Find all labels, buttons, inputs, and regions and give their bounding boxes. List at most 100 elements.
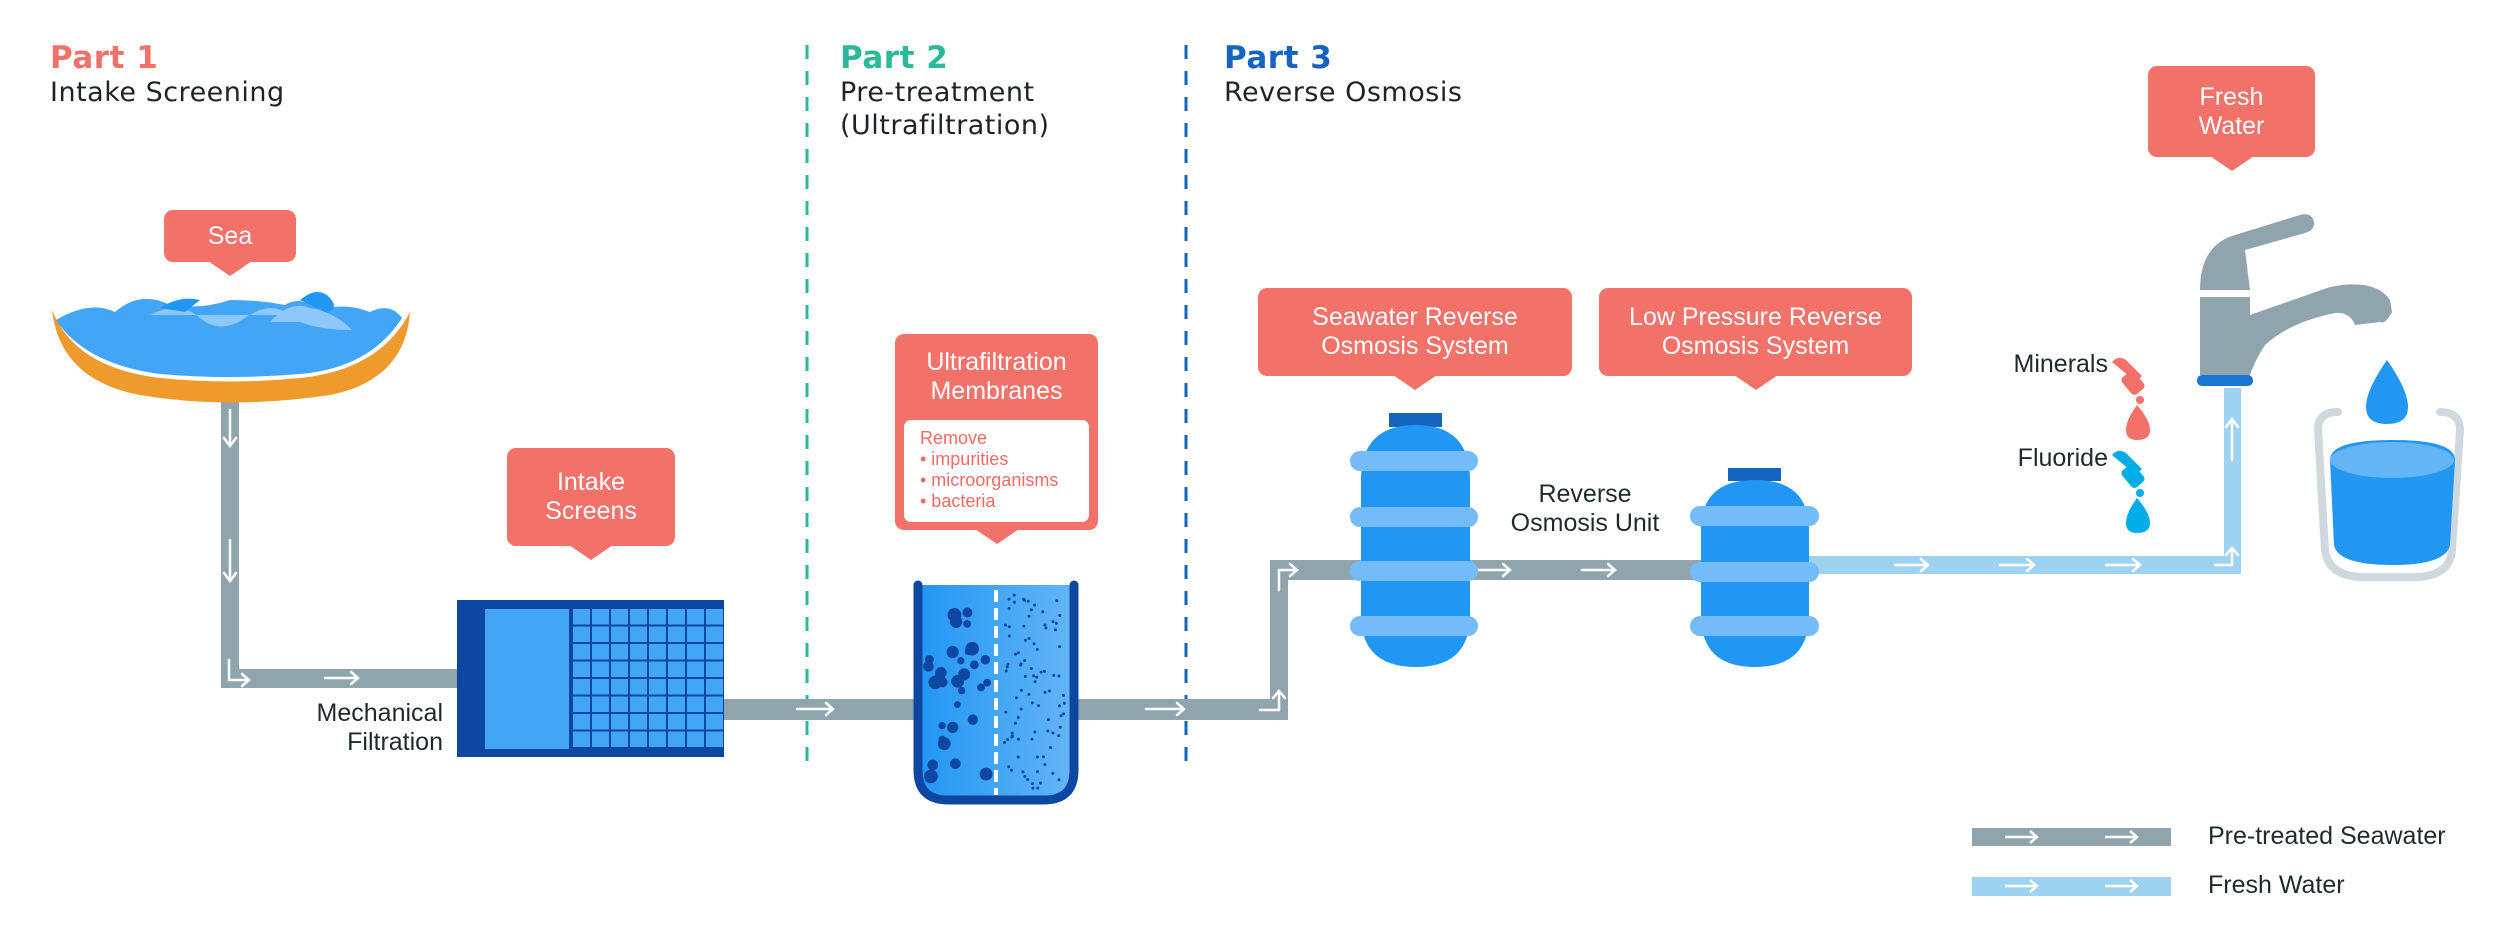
label-fluoride: Fluoride: [2017, 444, 2108, 472]
filtered-particle: [1007, 625, 1011, 629]
filtered-particle: [1010, 731, 1014, 735]
filtered-particle: [1039, 670, 1043, 674]
filtered-particle: [1032, 674, 1036, 678]
screen-cell: [630, 644, 647, 660]
screen-cell: [706, 714, 723, 730]
filtered-particle: [1043, 763, 1047, 767]
filtered-particle: [1062, 701, 1066, 705]
filtered-particle: [1057, 704, 1061, 708]
filtered-particle: [1030, 701, 1034, 705]
callout-sea-text: Sea: [207, 221, 253, 250]
filtered-particle: [1019, 688, 1023, 692]
faucet-icon: [2197, 214, 2392, 386]
filtered-particle: [1021, 770, 1025, 774]
impurity-particle: [928, 770, 937, 778]
legend-bar-seawater: [1972, 828, 2171, 846]
impurity-particle: [949, 615, 963, 628]
impurity-particle: [947, 721, 959, 733]
filtered-particle: [1051, 771, 1055, 775]
screen-cell: [668, 644, 685, 660]
filtered-particle: [1051, 731, 1055, 735]
screen-cell: [611, 661, 628, 677]
impurity-particle: [969, 660, 979, 670]
filtered-particle: [1062, 712, 1066, 716]
filtered-particle: [1053, 628, 1057, 632]
legend-label-fresh: Fresh Water: [2208, 871, 2345, 899]
filtered-particle: [1031, 786, 1035, 790]
filtered-particle: [1010, 734, 1014, 738]
screen-cell: [573, 626, 590, 642]
filtered-particle: [1007, 606, 1011, 610]
filtered-particle: [1012, 600, 1016, 604]
impurity-particle: [979, 767, 993, 781]
screen-cell: [649, 714, 666, 730]
filtered-particle: [1027, 614, 1031, 618]
filtered-particle: [1007, 765, 1011, 769]
filtered-particle: [1061, 693, 1065, 697]
screen-cell: [630, 626, 647, 642]
filtered-particle: [1046, 729, 1050, 733]
screen-cell: [592, 731, 609, 747]
part2-number: Part 2: [840, 40, 949, 76]
filtered-particle: [1036, 704, 1040, 708]
screen-cell: [630, 609, 647, 625]
screen-cell: [573, 696, 590, 712]
filtered-particle: [1023, 638, 1027, 642]
filtered-particle: [1004, 623, 1008, 627]
screen-cell: [706, 644, 723, 660]
filtered-particle: [1019, 707, 1023, 711]
filtered-particle: [1030, 782, 1034, 786]
fresh-water-pipe: [1800, 388, 2241, 574]
filtered-particle: [1023, 658, 1027, 662]
callout-ultrafiltration: Ultrafiltration Membranes Remove • impur…: [895, 334, 1098, 544]
screen-cell: [687, 714, 704, 730]
filtered-particle: [1058, 613, 1062, 617]
label-mechanical-filtration: Mechanical Filtration: [316, 699, 443, 756]
impurity-particle: [953, 701, 961, 709]
screen-cell: [611, 626, 628, 642]
impurity-particle: [937, 737, 951, 751]
screen-cell: [649, 644, 666, 660]
water-glass-icon: [2313, 360, 2465, 581]
filtered-particle: [1058, 645, 1062, 649]
screen-cell: [668, 679, 685, 695]
callout-ultrafiltration-text: Ultrafiltration Membranes: [926, 348, 1067, 405]
screen-cell: [592, 661, 609, 677]
screen-cell: [630, 731, 647, 747]
screen-cell: [649, 661, 666, 677]
screen-cell: [592, 696, 609, 712]
label-minerals: Minerals: [2013, 350, 2108, 378]
filtered-particle: [1046, 718, 1050, 722]
filtered-particle: [1030, 737, 1034, 741]
filtered-particle: [1041, 755, 1045, 759]
impurity-particle: [935, 667, 947, 679]
screen-cell: [649, 679, 666, 695]
screen-cell: [592, 644, 609, 660]
filtered-particle: [1009, 768, 1013, 772]
filtered-particle: [1057, 778, 1061, 782]
seawater-ro-tank-icon: [1350, 413, 1478, 667]
screen-cell: [592, 626, 609, 642]
screen-cell: [630, 679, 647, 695]
screen-cell: [706, 731, 723, 747]
filtered-particle: [1027, 692, 1031, 696]
screen-cell: [573, 644, 590, 660]
fluoride-dropper-icon: [2112, 450, 2150, 533]
filtered-particle: [1058, 725, 1062, 729]
label-ro-unit: Reverse Osmosis Unit: [1510, 480, 1660, 537]
intake-screen-icon: [457, 600, 724, 757]
filtered-particle: [1032, 642, 1036, 646]
filtered-particle: [1016, 737, 1020, 741]
screen-cell: [706, 609, 723, 625]
callout-seawater-ro: Seawater Reverse Osmosis System: [1258, 288, 1572, 390]
screen-cell: [706, 661, 723, 677]
filtered-particle: [1022, 624, 1026, 628]
filtered-particle: [1044, 626, 1048, 630]
screen-cell: [687, 679, 704, 695]
screen-cell: [611, 696, 628, 712]
impurity-particle: [967, 714, 979, 725]
filtered-particle: [1019, 662, 1023, 666]
filtered-particle: [1004, 669, 1008, 673]
filtered-particle: [1005, 665, 1009, 669]
filtered-particle: [1023, 774, 1027, 778]
